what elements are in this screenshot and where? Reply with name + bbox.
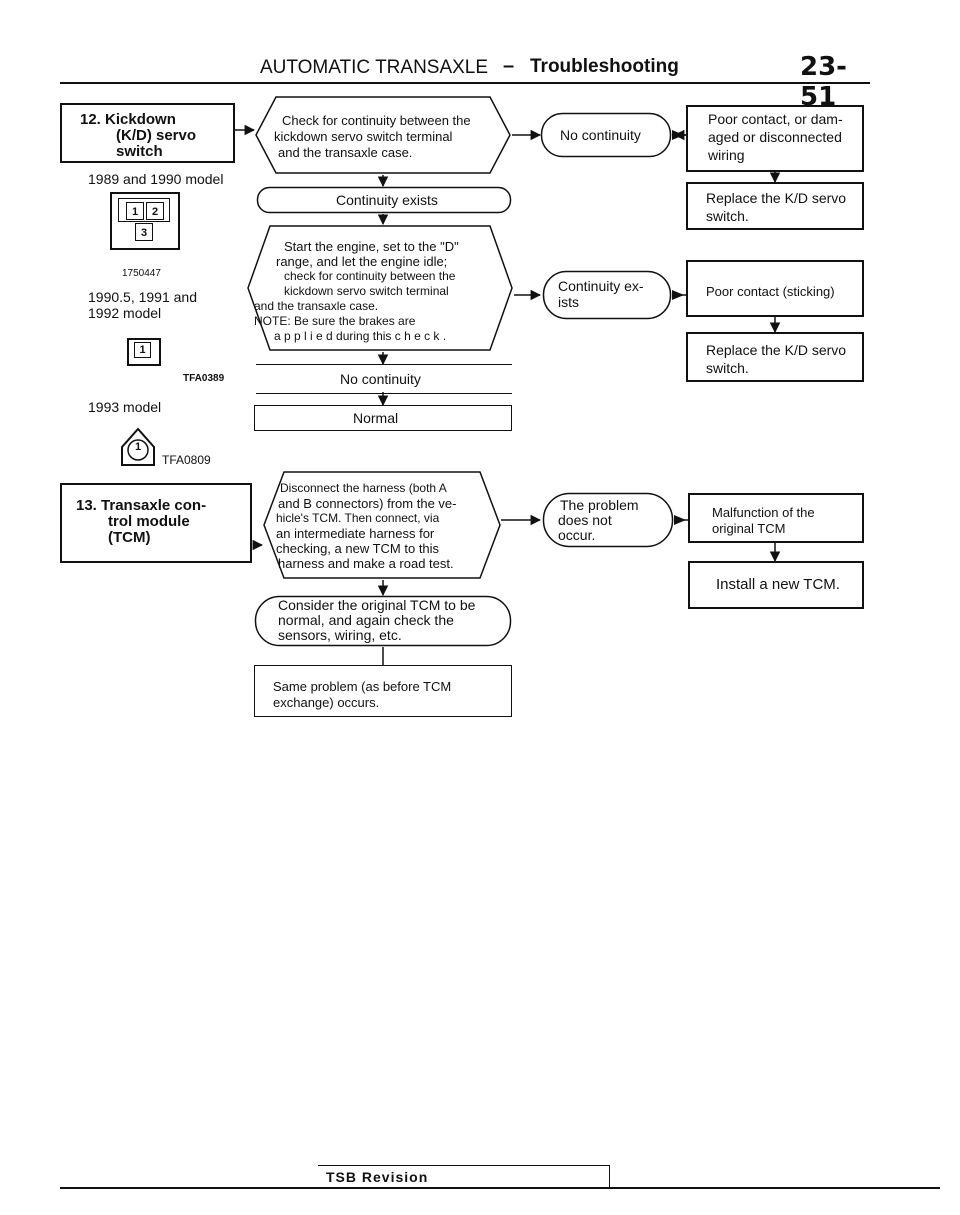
connector-1993: 1 bbox=[118, 425, 158, 469]
model-1989-label: 1989 and 1990 model bbox=[88, 171, 224, 187]
section12-title-line1: 12. Kickdown bbox=[80, 111, 176, 128]
no-continuity2-label: No continuity bbox=[340, 371, 421, 387]
replace2-line: Replace the K/D servo bbox=[706, 342, 847, 358]
header-dash: – bbox=[503, 55, 515, 77]
check2-hexagon: Start the engine, set to the "D" range, … bbox=[246, 224, 514, 352]
problem-line: The problem bbox=[560, 497, 639, 513]
connector-1989-inner bbox=[118, 198, 170, 222]
part-code-2: TFA0389 bbox=[183, 373, 225, 384]
no-continuity-oval: No continuity bbox=[540, 112, 672, 158]
check2-line: check for continuity between the bbox=[284, 269, 456, 283]
same-problem-line: Same problem (as before TCM bbox=[273, 679, 452, 694]
model-1993-label: 1993 model bbox=[88, 399, 162, 415]
connector-1993-icon bbox=[121, 427, 155, 466]
tsb-revision-box: TSB Revision bbox=[318, 1165, 610, 1187]
connector-pin: 3 bbox=[135, 223, 153, 241]
malfunction-line: Malfunction of the bbox=[712, 505, 815, 520]
problem-oval: The problem does not occur. bbox=[542, 492, 674, 548]
header-title-bold: Troubleshooting bbox=[530, 56, 679, 77]
model-1990-label-b: 1992 model bbox=[88, 305, 162, 321]
tsb-revision-label: TSB Revision bbox=[326, 1169, 429, 1185]
consider-line: sensors, wiring, etc. bbox=[278, 627, 402, 643]
continuity-exists2-oval: Continuity ex- ists bbox=[542, 270, 672, 320]
replace1-line: Replace the K/D servo bbox=[706, 190, 847, 206]
check2-line: and the transaxle case. bbox=[254, 299, 379, 313]
tcm-check-line: and B connectors) from the ve- bbox=[278, 496, 457, 511]
tcm-check-hexagon: Disconnect the harness (both A and B con… bbox=[262, 470, 502, 580]
same-problem-line: exchange) occurs. bbox=[273, 695, 380, 710]
problem-line: occur. bbox=[558, 527, 596, 543]
section13-title-line2: trol module bbox=[108, 513, 190, 530]
continuity-exists-label: Continuity exists bbox=[336, 192, 438, 208]
header-rule bbox=[60, 82, 870, 84]
connector-1990: 1 bbox=[127, 338, 161, 366]
no-continuity-label: No continuity bbox=[560, 127, 641, 143]
result1-line: wiring bbox=[708, 147, 745, 163]
result1-box: Poor contact, or dam- aged or disconnect… bbox=[686, 105, 864, 172]
part-code-1: 1750447 bbox=[122, 268, 161, 279]
connector-pin: 1 bbox=[126, 202, 144, 220]
check2-line: kickdown servo switch terminal bbox=[284, 284, 449, 298]
check1-line: kickdown servo switch terminal bbox=[274, 129, 453, 144]
connector-1989: 1 2 3 bbox=[110, 192, 180, 250]
tcm-check-line: Disconnect the harness (both A bbox=[280, 481, 447, 495]
check1-hexagon: Check for continuity between the kickdow… bbox=[254, 95, 512, 175]
connector-pin: 2 bbox=[146, 202, 164, 220]
replace1-line: switch. bbox=[706, 208, 749, 224]
result1-line: aged or disconnected bbox=[708, 129, 842, 145]
check2-line: Start the engine, set to the "D" bbox=[284, 239, 459, 254]
tcm-check-line: harness and make a road test. bbox=[278, 556, 454, 571]
consider-line: normal, and again check the bbox=[278, 612, 454, 628]
section12-title-box: 12. Kickdown (K/D) servo switch bbox=[60, 103, 235, 163]
no-continuity2-band: No continuity bbox=[256, 364, 512, 394]
check2-line: range, and let the engine idle; bbox=[276, 254, 448, 269]
section12-title-line2: (K/D) servo bbox=[116, 127, 197, 144]
install-label: Install a new TCM. bbox=[716, 576, 840, 593]
header-title-prefix: AUTOMATIC TRANSAXLE bbox=[260, 57, 489, 78]
poor-contact-box: Poor contact (sticking) bbox=[686, 260, 864, 317]
tcm-check-line: hicle's TCM. Then connect, via bbox=[276, 511, 440, 525]
page-header: AUTOMATIC TRANSAXLE – Troubleshooting 23… bbox=[60, 52, 870, 112]
normal-label: Normal bbox=[353, 410, 399, 426]
check2-line: NOTE: Be sure the brakes are bbox=[254, 314, 416, 328]
section12-title-line3: switch bbox=[116, 143, 163, 160]
connector-pin: 1 bbox=[135, 441, 142, 453]
check1-line: and the transaxle case. bbox=[278, 145, 413, 160]
malfunction-line: original TCM bbox=[712, 521, 786, 536]
result1-line: Poor contact, or dam- bbox=[708, 111, 843, 127]
section13-title-line3: (TCM) bbox=[108, 529, 151, 546]
problem-line: does not bbox=[558, 512, 612, 528]
install-box: Install a new TCM. bbox=[688, 561, 864, 609]
check2-line: a p p l i e d during this c h e c k . bbox=[274, 329, 447, 343]
section13-title-line1: 13. Transaxle con- bbox=[76, 497, 207, 514]
footer-rule bbox=[60, 1187, 940, 1189]
model-1990-label: 1990.5, 1991 and bbox=[88, 289, 197, 305]
connector-pin: 1 bbox=[134, 342, 151, 358]
part-code-3: TFA0809 bbox=[162, 453, 211, 467]
check1-line: Check for continuity between the bbox=[282, 113, 471, 128]
tcm-check-line: checking, a new TCM to this bbox=[276, 541, 440, 556]
consider-line: Consider the original TCM to be bbox=[278, 597, 476, 613]
consider-oval: Consider the original TCM to be normal, … bbox=[254, 595, 512, 647]
replace1-box: Replace the K/D servo switch. bbox=[686, 182, 864, 230]
normal-box: Normal bbox=[254, 405, 512, 431]
tcm-check-line: an intermediate harness for bbox=[276, 526, 435, 541]
section13-title-box: 13. Transaxle con- trol module (TCM) bbox=[60, 483, 252, 563]
continuity-exists2-line: ists bbox=[558, 294, 579, 310]
same-problem-box: Same problem (as before TCM exchange) oc… bbox=[254, 665, 512, 717]
poor-contact-label: Poor contact (sticking) bbox=[706, 284, 835, 299]
malfunction-box: Malfunction of the original TCM bbox=[688, 493, 864, 543]
replace2-box: Replace the K/D servo switch. bbox=[686, 332, 864, 382]
continuity-exists2-line: Continuity ex- bbox=[558, 278, 644, 294]
continuity-exists-pill: Continuity exists bbox=[256, 186, 512, 214]
replace2-line: switch. bbox=[706, 360, 749, 376]
